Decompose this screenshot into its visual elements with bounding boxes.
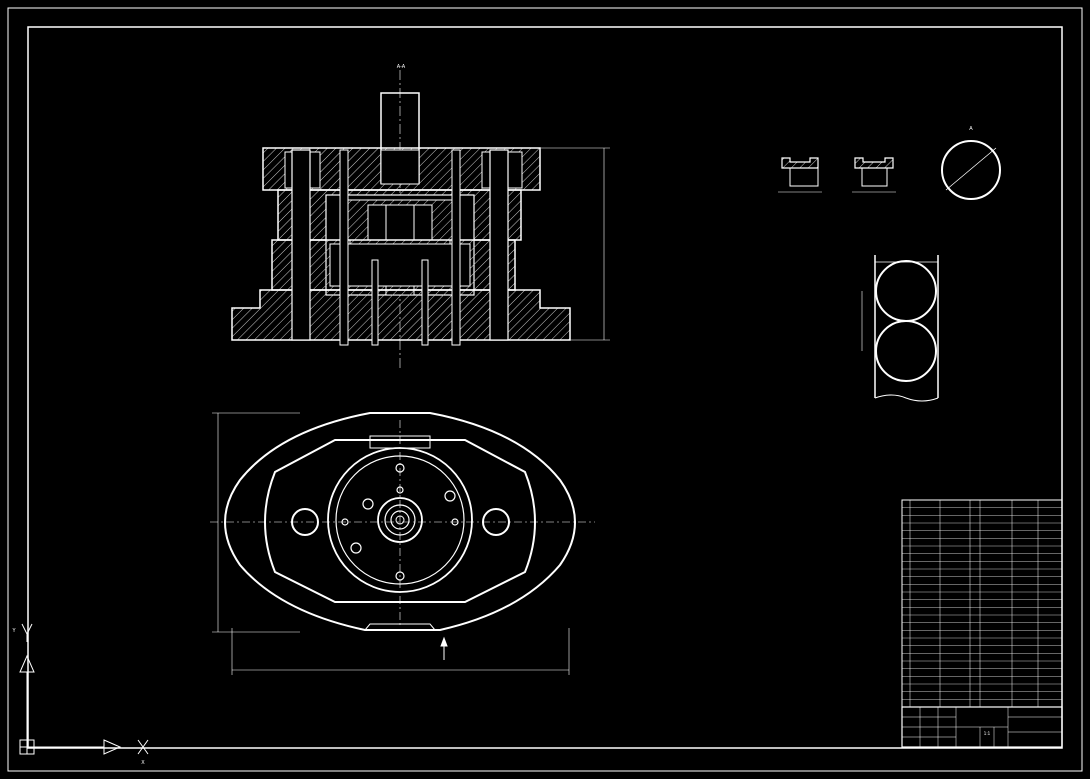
plan-view[interactable]	[210, 412, 595, 675]
detail-views[interactable]: A	[778, 126, 1001, 402]
ucs-y-label: Y	[11, 628, 16, 634]
base-plate	[231, 289, 571, 341]
detail-view-3-label: A	[969, 126, 973, 132]
guide-pillar-right	[489, 149, 509, 341]
title-block[interactable]: 1:1	[901, 706, 1063, 748]
detail-view-3: A	[941, 126, 1001, 200]
section-label: A-A	[397, 64, 406, 70]
section-view[interactable]: A-A	[231, 64, 610, 370]
detail-view-1	[778, 157, 822, 193]
strip-layout	[861, 255, 939, 402]
bom-rows	[902, 507, 1062, 700]
bom-table[interactable]	[901, 499, 1063, 708]
upper-plate-outline	[264, 439, 536, 603]
guide-pillar-left	[291, 149, 311, 341]
ucs-x-label: X	[141, 760, 145, 766]
bom-grid	[909, 500, 1039, 707]
ucs-icon: X Y	[11, 623, 149, 766]
detail-view-2	[852, 157, 896, 193]
lower-bolster-outline	[224, 412, 576, 631]
title-block-scale: 1:1	[984, 731, 991, 736]
sheet-border	[7, 7, 1083, 772]
